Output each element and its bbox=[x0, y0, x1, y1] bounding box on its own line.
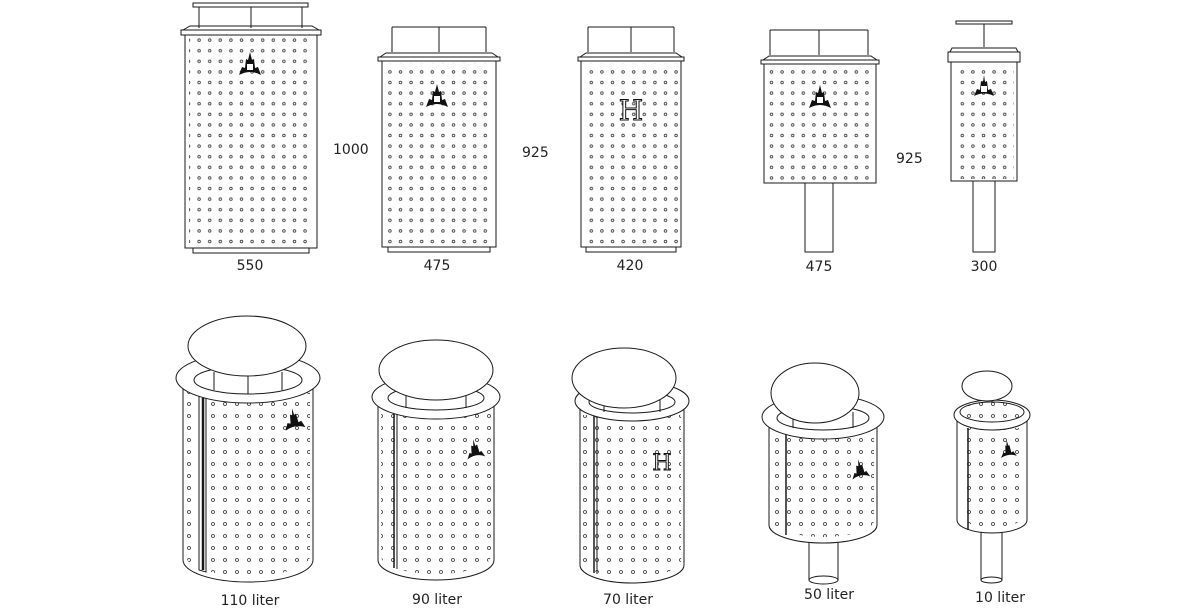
svg-text:H: H bbox=[619, 94, 643, 127]
front-view-bin-475-post bbox=[760, 29, 880, 253]
height-label-925: 925 bbox=[522, 145, 549, 161]
perspective-bin-90 bbox=[371, 339, 501, 581]
perspective-bin-10 bbox=[953, 370, 1031, 584]
front-view-bin-300-post bbox=[947, 20, 1021, 253]
castle-emblem-icon bbox=[426, 84, 448, 107]
castle-emblem-icon bbox=[467, 439, 486, 460]
front-view-bin-550 bbox=[180, 2, 322, 254]
letter-h-emblem-icon: H bbox=[652, 451, 672, 477]
capacity-label-50: 50 liter bbox=[804, 587, 854, 603]
castle-emblem-icon bbox=[852, 459, 871, 480]
front-view-bin-475 bbox=[377, 26, 501, 253]
width-label-475-post: 475 bbox=[805, 259, 833, 275]
perspective-bin-50 bbox=[761, 362, 885, 585]
perspective-bin-110 bbox=[175, 315, 321, 583]
letter-h-emblem-icon: H bbox=[618, 94, 643, 128]
height-label-925-post: 925 bbox=[896, 151, 923, 167]
width-label-420: 420 bbox=[616, 258, 644, 274]
capacity-label-70: 70 liter bbox=[603, 592, 653, 608]
width-label-300: 300 bbox=[970, 259, 998, 275]
capacity-label-110: 110 liter bbox=[220, 593, 280, 609]
height-label-1000: 1000 bbox=[333, 142, 369, 158]
castle-emblem-icon bbox=[809, 85, 831, 108]
width-label-475: 475 bbox=[423, 258, 451, 274]
front-view-bin-420 bbox=[577, 26, 685, 253]
width-label-550: 550 bbox=[236, 258, 264, 274]
castle-emblem-icon bbox=[239, 52, 261, 75]
svg-text:H: H bbox=[652, 451, 671, 476]
castle-emblem-icon bbox=[285, 408, 306, 431]
castle-emblem-icon bbox=[974, 75, 994, 96]
capacity-label-10: 10 liter bbox=[975, 590, 1025, 606]
castle-emblem-icon bbox=[1001, 440, 1017, 459]
capacity-label-90: 90 liter bbox=[412, 592, 462, 608]
perspective-bin-70 bbox=[571, 347, 690, 584]
